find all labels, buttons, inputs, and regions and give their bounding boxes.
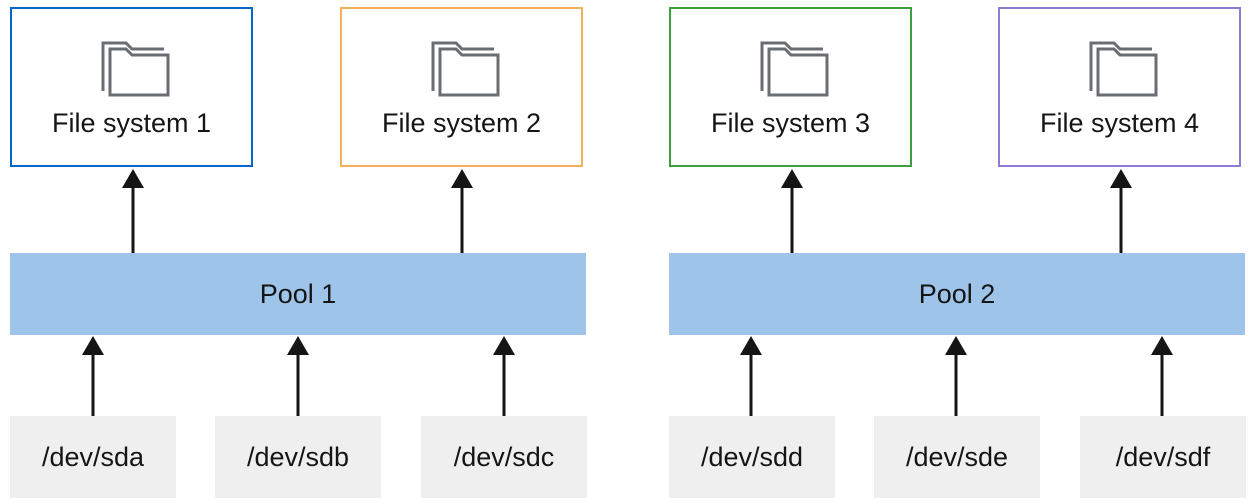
arrow-sde-pool2 [945, 336, 967, 416]
device-label: /dev/sdf [1115, 442, 1211, 472]
device-box-sdc: /dev/sdc [421, 416, 587, 498]
filesystem-label: File system 2 [381, 108, 542, 138]
device-box-sdb: /dev/sdb [215, 416, 381, 498]
pool-label: Pool 1 [259, 279, 337, 309]
folder-icon [760, 41, 828, 97]
filesystem-label: File system 1 [51, 108, 212, 138]
filesystem-label: File system 3 [710, 108, 871, 138]
filesystem-box-4: File system 4 [998, 7, 1241, 167]
folder-icon [1089, 41, 1157, 97]
arrow-pool2-fs3 [781, 169, 803, 253]
pool-label: Pool 2 [918, 279, 996, 309]
device-box-sdf: /dev/sdf [1080, 416, 1246, 498]
device-label: /dev/sdb [246, 442, 350, 472]
arrow-sdf-pool2 [1151, 336, 1173, 416]
device-box-sde: /dev/sde [874, 416, 1040, 498]
arrow-pool1-fs2 [451, 169, 473, 253]
filesystem-box-1: File system 1 [10, 7, 253, 167]
arrow-sdb-pool1 [287, 336, 309, 416]
device-label: /dev/sde [905, 442, 1009, 472]
folder-icon [431, 41, 499, 97]
folder-icon [101, 41, 169, 97]
filesystem-box-3: File system 3 [669, 7, 912, 167]
filesystem-box-2: File system 2 [340, 7, 583, 167]
device-label: /dev/sda [41, 442, 145, 472]
pool-bar-1: Pool 1 [10, 253, 586, 335]
pool-bar-2: Pool 2 [669, 253, 1245, 335]
device-label: /dev/sdc [453, 442, 555, 472]
device-box-sdd: /dev/sdd [669, 416, 835, 498]
arrow-pool2-fs4 [1110, 169, 1132, 253]
arrow-pool1-fs1 [122, 169, 144, 253]
arrow-sdc-pool1 [493, 336, 515, 416]
filesystem-label: File system 4 [1039, 108, 1200, 138]
device-box-sda: /dev/sda [10, 416, 176, 498]
arrow-sdd-pool2 [740, 336, 762, 416]
arrow-sda-pool1 [82, 336, 104, 416]
device-label: /dev/sdd [700, 442, 804, 472]
